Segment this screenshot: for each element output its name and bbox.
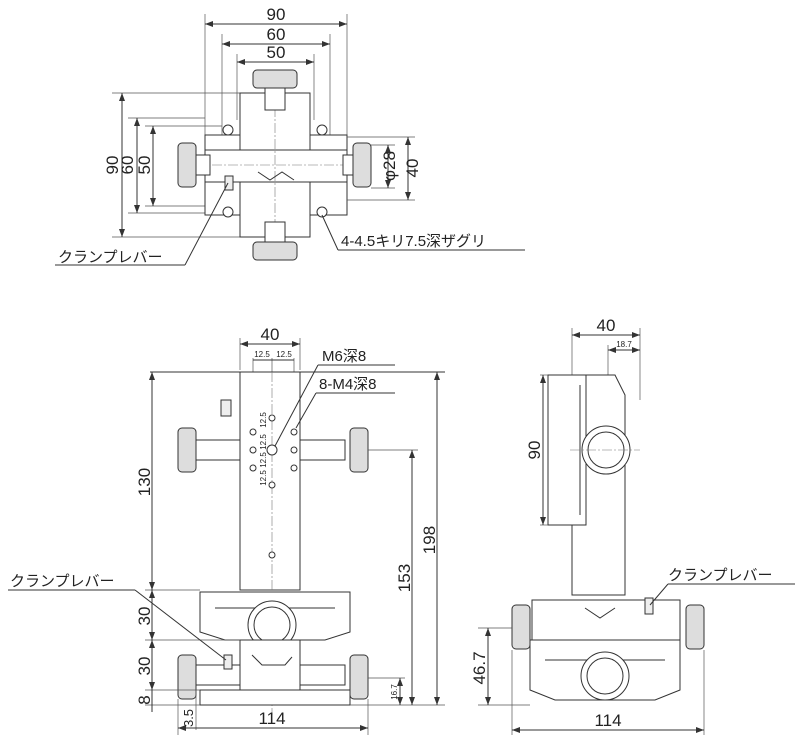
dim-114-side: 114 <box>594 711 621 730</box>
label-clamp-lever-front: クランプレバー <box>10 573 115 590</box>
dim-v-90: 90 <box>103 156 122 175</box>
top-dims-horizontal: 90 60 50 <box>204 5 348 135</box>
dim-phi28: φ28 <box>380 151 399 181</box>
side-stage <box>531 599 681 641</box>
side-view: 40 18.7 90 46.7 114 クランプレバー <box>470 316 795 735</box>
knob-left[interactable] <box>177 142 197 188</box>
label-clamp-lever-side: クランプレバー <box>668 567 773 584</box>
dim-60: 60 <box>267 25 286 44</box>
dim-pitch-v: 12.5 <box>259 452 268 468</box>
dim-153: 153 <box>395 564 414 592</box>
label-m6: M6深8 <box>322 348 366 365</box>
label-m4: 8-M4深8 <box>319 376 377 393</box>
dim-90: 90 <box>267 5 286 24</box>
dim-30-lower: 30 <box>135 657 154 676</box>
front-knob-lower-right[interactable] <box>349 654 369 700</box>
knob-bottom[interactable] <box>252 241 298 261</box>
dim-8: 8 <box>135 695 154 704</box>
dim-50: 50 <box>267 43 286 62</box>
dim-front-40: 40 <box>261 325 280 344</box>
dim-side-40: 40 <box>597 316 616 335</box>
side-knob-left[interactable] <box>511 604 531 650</box>
dim-pitch-v: 12.5 <box>259 470 268 486</box>
dim-114-front: 114 <box>258 709 285 728</box>
side-knob-right[interactable] <box>685 604 705 650</box>
dim-pitch-a: 12.5 <box>254 350 270 359</box>
m6-hole <box>266 444 278 456</box>
knob-right[interactable] <box>352 142 372 188</box>
dim-pitch-v: 12.5 <box>259 412 268 428</box>
front-knob-lower-left[interactable] <box>177 654 197 700</box>
dim-side-90: 90 <box>525 441 544 460</box>
label-holes: 4-4.5キリ7.5深ザグリ <box>341 233 486 250</box>
knob-top[interactable] <box>252 69 298 89</box>
dim-30-upper: 30 <box>135 607 154 626</box>
dim-198: 198 <box>420 526 439 554</box>
dim-v-60: 60 <box>118 156 137 175</box>
top-dims-vertical: 90 60 50 <box>103 92 240 238</box>
dim-18-7: 18.7 <box>616 340 632 349</box>
dim-46-7: 46.7 <box>470 651 489 684</box>
front-base <box>199 689 351 706</box>
dim-v-50: 50 <box>135 156 154 175</box>
dim-pitch-v: 12.5 <box>259 434 268 450</box>
mounting-holes <box>249 414 298 559</box>
front-knob-upper-left[interactable] <box>177 427 197 473</box>
dim-40: 40 <box>403 159 422 178</box>
front-knob-upper-right[interactable] <box>349 427 369 473</box>
front-view: 40 12.5 12.5 12.5 12.5 12.5 12.5 M6深8 8-… <box>8 325 445 735</box>
top-view: 90 60 50 90 60 50 <box>55 5 525 266</box>
dim-3-5: 3.5 <box>181 709 196 727</box>
dim-130: 130 <box>135 468 154 496</box>
dim-16-7: 16.7 <box>390 684 399 700</box>
label-clamp-lever-top: クランプレバー <box>58 249 163 266</box>
dim-pitch-b: 12.5 <box>276 350 292 359</box>
